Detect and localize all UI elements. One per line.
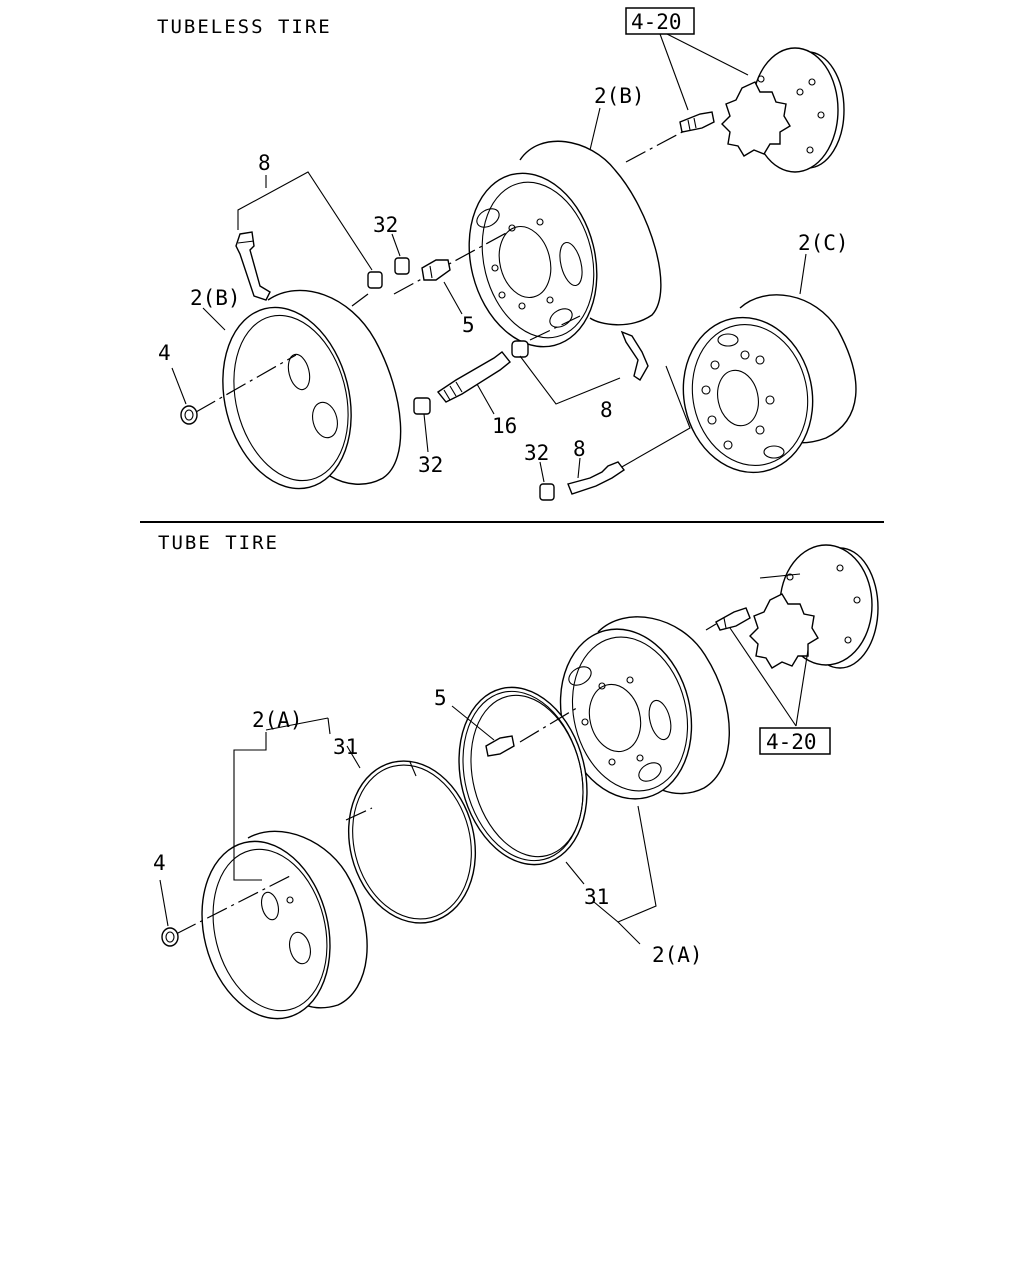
- cap-32-lower: [413, 397, 431, 415]
- callout-2b-left: 2(B): [190, 286, 241, 310]
- callout-8-right: 8: [573, 437, 586, 461]
- wheel-2a-left: [201, 830, 368, 1020]
- callout-8-mid: 8: [600, 398, 613, 422]
- valve-stem-5: [421, 259, 451, 281]
- callout-32-top: 32: [373, 213, 398, 237]
- wheel-hub-bottom: [749, 544, 879, 669]
- wheel-2b-left: [222, 289, 402, 490]
- wheel-2c: [682, 294, 857, 474]
- flap-31-left: [347, 760, 477, 924]
- callout-2a-top: 2(A): [252, 708, 303, 732]
- callout-32-bottom: 32: [418, 453, 443, 477]
- connector-8-mid: [511, 340, 529, 358]
- callout-32-right: 32: [524, 441, 549, 465]
- section-title-tube: TUBE TIRE: [158, 532, 279, 554]
- callout-31-top: 31: [333, 735, 358, 759]
- valve-extension-8-bottom: [539, 461, 626, 501]
- callout-5-top: 5: [462, 313, 475, 337]
- svg-text:4-20: 4-20: [766, 730, 817, 754]
- callout-2a-bottom: 2(A): [652, 943, 703, 967]
- wheel-hub-top: [721, 47, 845, 173]
- cap-32-top: [367, 257, 410, 289]
- callout-4-bottom: 4: [153, 851, 166, 875]
- hub-bolt-bottom: [715, 607, 751, 631]
- callout-4-top: 4: [158, 341, 171, 365]
- reference-box-tube[interactable]: 4-20: [759, 727, 831, 755]
- nut-4-top: [180, 405, 198, 425]
- wheel-2a-right: [559, 616, 730, 800]
- nut-4-bottom: [161, 927, 179, 947]
- valve-extension-16: [436, 351, 511, 403]
- callout-2b-top: 2(B): [594, 84, 645, 108]
- callout-5-bottom: 5: [434, 686, 447, 710]
- callout-2c: 2(C): [798, 231, 849, 255]
- reference-box-tubeless[interactable]: 4-20: [625, 7, 695, 35]
- valve-extension-8-top: [235, 231, 271, 301]
- section-title-tubeless: TUBELESS TIRE: [157, 16, 332, 38]
- wheel-2b-upper: [468, 140, 662, 348]
- valve-stem-5-bottom: [485, 735, 515, 757]
- valve-extension-right: [620, 330, 649, 381]
- callout-31-bottom: 31: [584, 885, 609, 909]
- callout-8-top: 8: [258, 151, 271, 175]
- hub-bolt-top: [679, 111, 715, 133]
- flap-31-right: [458, 686, 588, 866]
- callout-16: 16: [492, 414, 517, 438]
- svg-text:4-20: 4-20: [631, 10, 682, 34]
